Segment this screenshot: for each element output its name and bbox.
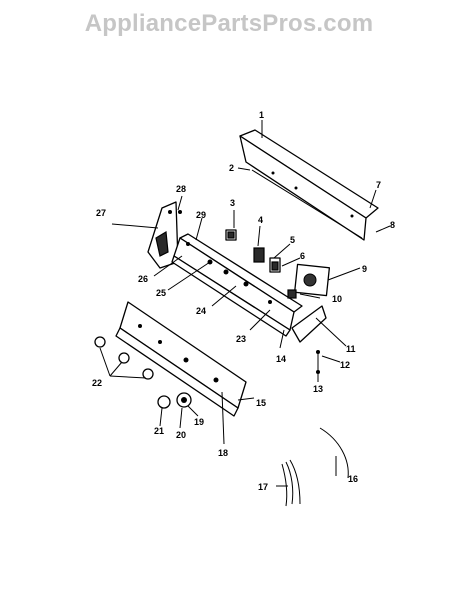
control-knobs xyxy=(94,336,154,380)
leader-lines xyxy=(99,120,391,487)
callout-15: 15 xyxy=(256,398,266,408)
wiring-harness xyxy=(281,427,349,507)
terminal-switch xyxy=(269,257,281,273)
callout-1: 1 xyxy=(259,110,264,120)
end-cap xyxy=(291,305,327,343)
callout-18: 18 xyxy=(218,448,228,458)
callout-5: 5 xyxy=(290,235,295,245)
callout-22: 22 xyxy=(92,378,102,388)
callout-9: 9 xyxy=(362,264,367,274)
callout-10: 10 xyxy=(332,294,342,304)
knob-assembly xyxy=(157,392,192,409)
callout-19: 19 xyxy=(194,417,204,427)
control-panel xyxy=(171,233,303,337)
callout-12: 12 xyxy=(340,360,350,370)
callout-2: 2 xyxy=(229,163,234,173)
callout-16: 16 xyxy=(348,474,358,484)
callout-27: 27 xyxy=(96,208,106,218)
callout-8: 8 xyxy=(390,220,395,230)
callout-13: 13 xyxy=(313,384,323,394)
callout-3: 3 xyxy=(230,198,235,208)
callout-6: 6 xyxy=(300,251,305,261)
callout-numbers: 1 2 3 4 5 6 7 8 9 10 11 12 13 14 15 16 1… xyxy=(92,110,395,492)
callout-25: 25 xyxy=(156,288,166,298)
switch-block xyxy=(225,229,237,241)
callout-17: 17 xyxy=(258,482,268,492)
callout-24: 24 xyxy=(196,306,206,316)
rotary-switch xyxy=(253,247,265,263)
callout-14: 14 xyxy=(276,354,286,364)
callout-11: 11 xyxy=(346,344,356,354)
screws xyxy=(316,350,320,374)
callout-26: 26 xyxy=(138,274,148,284)
console-top-cover xyxy=(239,129,379,241)
callout-7: 7 xyxy=(376,180,381,190)
callout-23: 23 xyxy=(236,334,246,344)
callout-21: 21 xyxy=(154,426,164,436)
site-watermark: AppliancePartsPros.com xyxy=(84,10,374,37)
callout-28: 28 xyxy=(176,184,186,194)
callout-29: 29 xyxy=(196,210,206,220)
timer xyxy=(287,263,331,299)
callout-20: 20 xyxy=(176,430,186,440)
callout-4: 4 xyxy=(258,215,263,225)
front-panel xyxy=(115,301,247,417)
